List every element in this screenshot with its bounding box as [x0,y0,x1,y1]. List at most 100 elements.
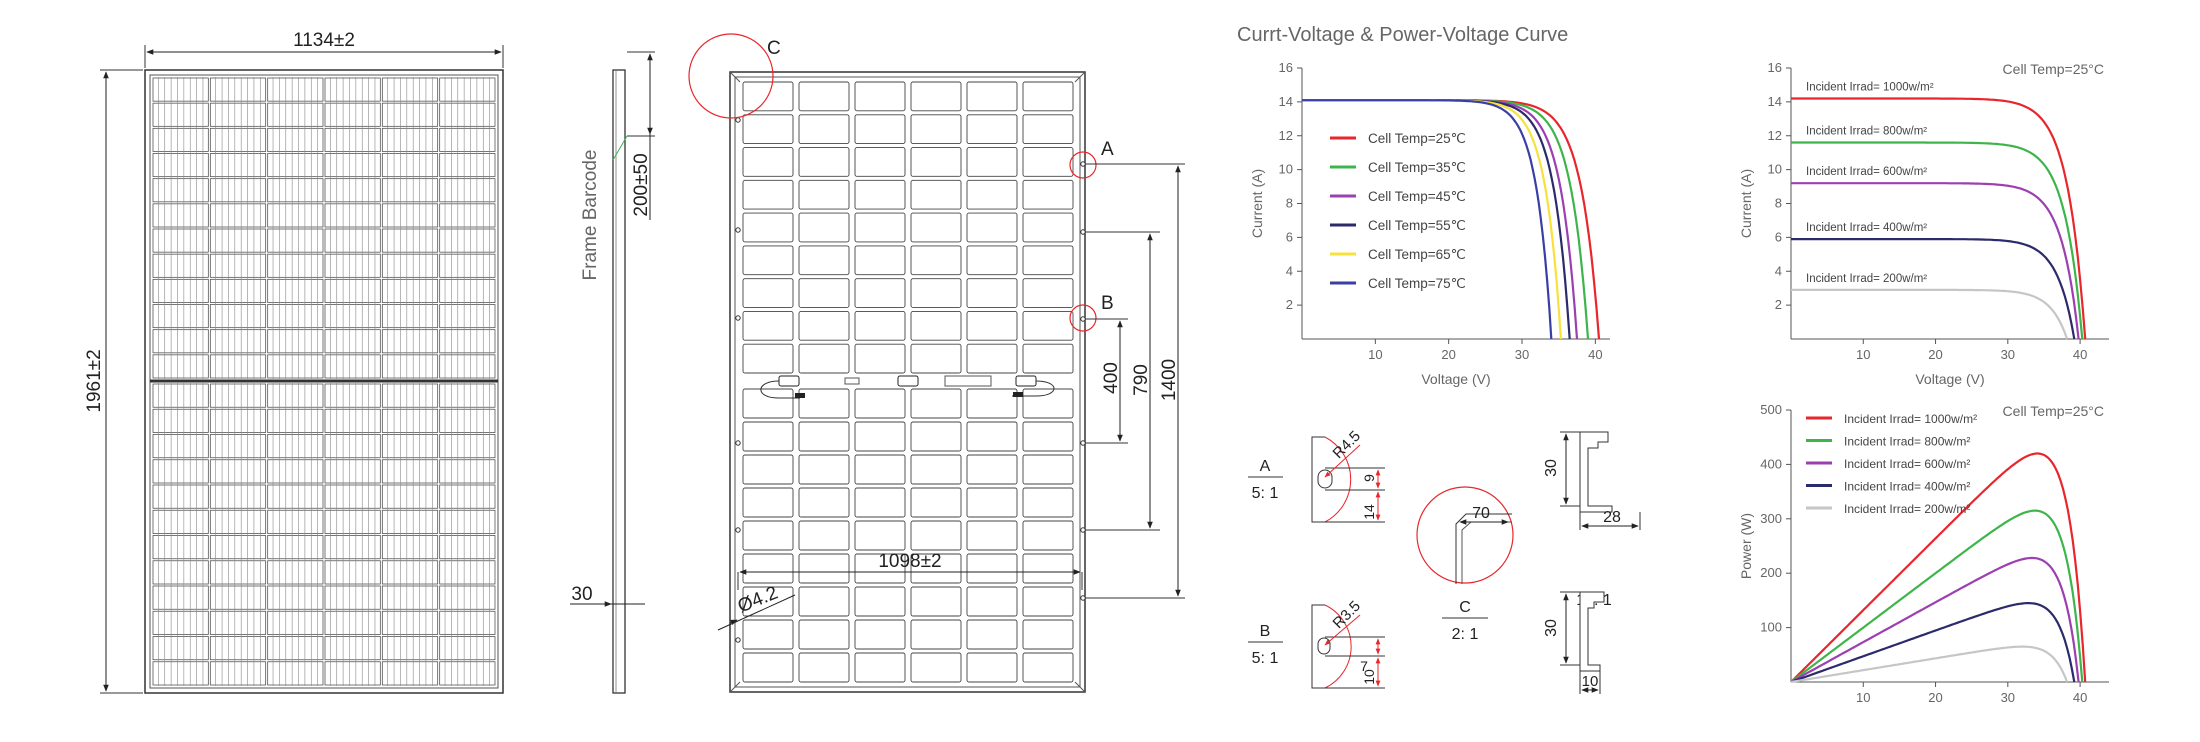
y-tick-label: 8 [1775,196,1782,211]
detail-a-label: A [1260,458,1271,475]
x-tick-label: 40 [1588,347,1602,362]
y-tick-label: 16 [1279,60,1293,75]
series-line [1790,556,2080,683]
y-tick-label: 200 [1760,565,1782,580]
detail-a-14: 14 [1361,504,1377,520]
side-view: 200±50 Frame Barcode 30 [570,51,655,694]
series-line [1790,645,2069,684]
y-tick-label: 8 [1286,196,1293,211]
y-tick-label: 100 [1760,620,1782,635]
y-axis-label: Current (A) [1249,169,1265,238]
x-tick-label: 20 [1928,690,1942,705]
series-label: Incident Irrad= 600w/m² [1806,166,1927,178]
x-tick-label: 30 [2001,347,2015,362]
series-line [1791,288,2069,340]
side-thickness-label: 30 [571,584,592,605]
dim-1400: 1400 [1159,359,1180,401]
y-tick-label: 500 [1760,402,1782,417]
series-line [1791,97,2087,340]
x-tick-label: 10 [1856,347,1870,362]
detail-drawings: A 5: 1 R4.5 9 14 B 5: 1 R3.5 7 10 [1248,428,1641,694]
detail-a-9: 9 [1361,474,1377,482]
detail-b-10: 10 [1361,669,1377,685]
dim-width: 1098±2 [878,551,941,572]
x-tick-label: 20 [1441,347,1455,362]
x-axis-label: Voltage (V) [1915,371,1984,387]
y-tick-label: 2 [1286,297,1293,312]
detail-c-70: 70 [1472,505,1490,522]
detail-c-label: C [1459,599,1471,616]
front-height-label: 1961±2 [84,349,105,412]
series-line [1791,182,2080,340]
legend-label: Cell Temp=65℃ [1368,247,1466,262]
legend-label: Cell Temp=45℃ [1368,189,1466,204]
x-tick-label: 20 [1928,347,1942,362]
series-line [1791,141,2084,340]
chart-title: Cell Temp=25°C [2003,61,2104,77]
y-tick-label: 2 [1775,297,1782,312]
frame-10: 10 [1582,673,1599,690]
y-tick-label: 10 [1768,162,1782,177]
legend-label: Incident Irrad= 600w/m² [1844,457,1970,471]
y-tick-label: 16 [1768,60,1782,75]
callout-a: A [1101,139,1114,160]
y-tick-label: 6 [1775,229,1782,244]
y-tick-label: 12 [1768,128,1782,143]
x-tick-label: 10 [1856,690,1870,705]
y-tick-label: 300 [1760,511,1782,526]
series-line [1790,452,2087,683]
y-tick-label: 4 [1286,263,1293,278]
y-tick-label: 12 [1279,128,1293,143]
series-label: Incident Irrad= 200w/m² [1806,273,1927,285]
frame-30b: 30 [1543,619,1560,637]
back-view: C A B 400 790 1400 1098±2 Ø4.2 [688,33,1185,693]
legend-label: Cell Temp=55℃ [1368,218,1466,233]
legend-label: Incident Irrad= 200w/m² [1844,502,1970,516]
y-axis-label: Current (A) [1738,169,1754,238]
legend-label: Cell Temp=35℃ [1368,160,1466,175]
series-label: Incident Irrad= 1000w/m² [1806,81,1934,93]
dim-790: 790 [1131,364,1152,396]
detail-b-label: B [1260,623,1271,640]
series-line [1302,99,1553,340]
x-tick-label: 40 [2073,690,2087,705]
detail-c-scale: 2: 1 [1452,626,1479,643]
legend-label: Incident Irrad= 400w/m² [1844,480,1970,494]
detail-b-scale: 5: 1 [1252,650,1279,667]
barcode-dim-label: 200±50 [631,153,652,216]
y-axis-label: Power (W) [1738,513,1754,579]
series-label: Incident Irrad= 400w/m² [1806,222,1927,234]
legend-label: Cell Temp=75℃ [1368,276,1466,291]
x-tick-label: 40 [2073,347,2087,362]
x-tick-label: 30 [2001,690,2015,705]
frame-barcode-label: Frame Barcode [580,150,601,281]
y-tick-label: 14 [1279,94,1293,109]
x-tick-label: 10 [1368,347,1382,362]
front-width-label: 1134±2 [293,30,355,51]
series-line [1790,602,2076,684]
dim-400: 400 [1101,362,1122,394]
curves-title: Currt-Voltage & Power-Voltage Curve [1237,24,1568,46]
y-tick-label: 14 [1768,94,1782,109]
y-tick-label: 4 [1775,263,1782,278]
y-tick-label: 10 [1279,162,1293,177]
chart-title: Cell Temp=25°C [2003,403,2104,419]
x-axis-label: Voltage (V) [1421,371,1490,387]
series-label: Incident Irrad= 800w/m² [1806,126,1927,138]
legend-label: Incident Irrad= 1000w/m² [1844,412,1977,426]
y-tick-label: 6 [1286,229,1293,244]
callout-c: C [767,38,781,59]
legend-label: Incident Irrad= 800w/m² [1844,435,1970,449]
series-line [1791,238,2076,340]
frame-30a: 30 [1543,459,1560,477]
legend-label: Cell Temp=25℃ [1368,131,1466,146]
series-line [1790,509,2084,683]
frame-28: 28 [1603,509,1621,526]
callout-b: B [1101,293,1114,314]
x-tick-label: 30 [1515,347,1529,362]
y-tick-label: 400 [1760,456,1782,471]
